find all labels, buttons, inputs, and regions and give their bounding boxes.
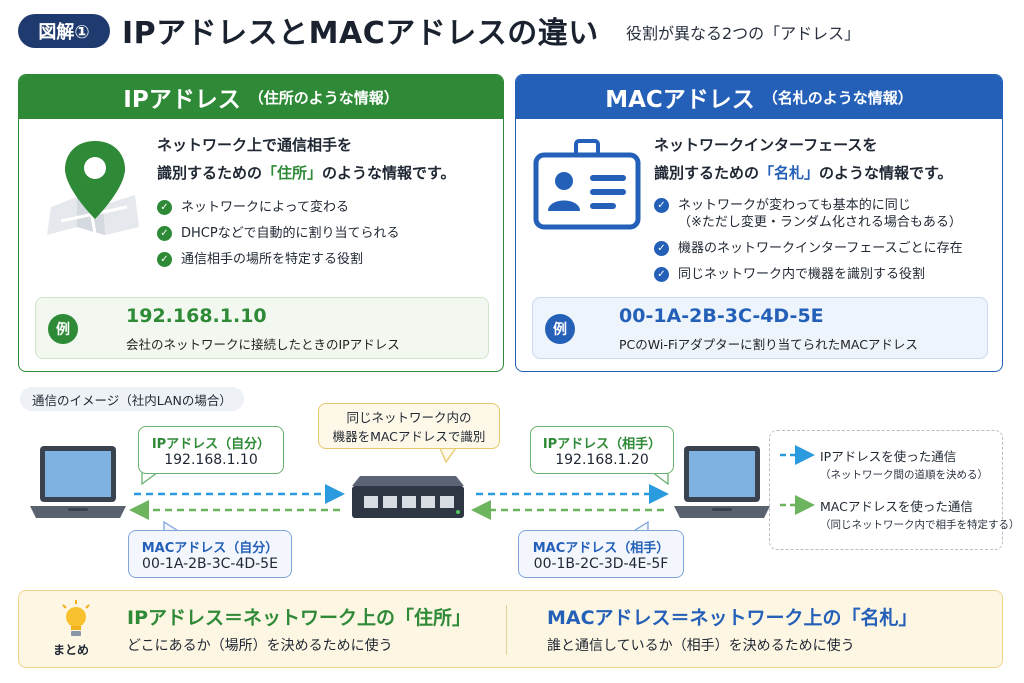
- summary-mac-head: MACアドレス＝ネットワーク上の「名札」: [547, 607, 918, 629]
- check-icon: ✓: [157, 226, 172, 241]
- summary-ip-head: IPアドレス＝ネットワーク上の「住所」: [127, 607, 471, 629]
- mac-bullet-text: ネットワークが変わっても基本的に同じ （※ただし変更・ランダム化される場合もある）: [678, 197, 962, 231]
- ip-desc-line2: 識別するための「住所」のような情報です。: [157, 159, 456, 187]
- right-mac-label: MACアドレス（相手）: [532, 541, 670, 556]
- list-item: ✓ 機器のネットワークインターフェースごとに存在: [654, 240, 963, 257]
- left-mac-value: 00-1A-2B-3C-4D-5E: [142, 556, 278, 572]
- mac-desc-highlight: 「名札」: [759, 164, 820, 182]
- mac-bullet-main: ネットワークが変わっても基本的に同じ: [678, 198, 911, 213]
- ip-desc-pre: 識別するための: [157, 164, 263, 182]
- network-switch-icon: [352, 476, 464, 518]
- list-item: ✓ ネットワークが変わっても基本的に同じ （※ただし変更・ランダム化される場合もある…: [654, 197, 963, 231]
- left-ip-value: 192.168.1.10: [164, 452, 258, 468]
- ip-panel-title: IPアドレス: [123, 87, 241, 113]
- mac-bullet-list: ✓ ネットワークが変わっても基本的に同じ （※ただし変更・ランダム化される場合もある…: [654, 197, 963, 292]
- mac-panel-title-note: （名札のような情報）: [762, 88, 913, 107]
- mac-example-value: 00-1A-2B-3C-4D-5E: [619, 305, 824, 327]
- mac-desc-line2: 識別するための「名札」のような情報です。: [654, 159, 953, 187]
- mac-bullet-note: （※ただし変更・ランダム化される場合もある）: [678, 215, 962, 230]
- ip-desc-line1: ネットワーク上で通信相手を: [157, 136, 353, 154]
- ip-bullet-list: ✓ ネットワークによって変わる ✓ DHCPなどで自動的に割り当てられる ✓ 通信相手…: [157, 199, 399, 277]
- page-subtitle: 役割が異なる2つの「アドレス」: [626, 24, 861, 43]
- summary-box: まとめ IPアドレス＝ネットワーク上の「住所」 どこにあるか（場所）を決めるため…: [18, 590, 1003, 668]
- mac-bullet-text: 同じネットワーク内で機器を識別する役割: [678, 267, 926, 282]
- right-ip-value: 192.168.1.20: [555, 452, 649, 468]
- left-ip-label: IPアドレス（自分）: [151, 437, 271, 452]
- ip-example-value: 192.168.1.10: [126, 305, 267, 327]
- light-bulb-icon: [62, 600, 90, 636]
- mac-desc-post: のような情報です。: [819, 164, 953, 182]
- check-icon: ✓: [157, 252, 172, 267]
- switch-callout: 同じネットワーク内の 機器をMACアドレスで識別: [318, 403, 500, 449]
- mac-address-panel: MACアドレス （名札のような情報） ネットワークインターフェースを 識別するた…: [515, 74, 1003, 372]
- ip-bullet-text: DHCPなどで自動的に割り当てられる: [181, 226, 400, 241]
- summary-divider: [506, 605, 507, 655]
- legend-mac-title: MACアドレスを使った通信: [820, 499, 973, 514]
- map-pin-icon: [47, 141, 139, 235]
- diagram-section-label: 通信のイメージ（社内LANの場合）: [20, 387, 244, 411]
- right-mac-callout: MACアドレス（相手） 00-1B-2C-3D-4E-5F: [518, 530, 684, 578]
- left-mac-callout: MACアドレス（自分） 00-1A-2B-3C-4D-5E: [128, 530, 292, 578]
- left-ip-callout: IPアドレス（自分） 192.168.1.10: [138, 426, 284, 474]
- ip-desc-highlight: 「住所」: [262, 164, 323, 182]
- mac-example-box: 例 00-1A-2B-3C-4D-5E PCのWi-Fiアダプターに割り当てられ…: [532, 297, 988, 359]
- legend-box: IPアドレスを使った通信 （ネットワーク間の道順を決める） MACアドレスを使っ…: [769, 430, 1020, 550]
- ip-example-badge: 例: [48, 314, 78, 344]
- ip-bullet-text: 通信相手の場所を特定する役割: [181, 252, 364, 267]
- mac-desc-pre: 識別するための: [654, 164, 760, 182]
- legend-ip-title: IPアドレスを使った通信: [820, 449, 957, 464]
- check-icon: ✓: [654, 241, 669, 256]
- summary-ip-text: どこにあるか（場所）を決めるために使う: [127, 638, 393, 654]
- summary-label: まとめ: [53, 643, 90, 657]
- check-icon: ✓: [654, 198, 669, 213]
- ip-panel-title-note: （住所のような情報）: [248, 88, 399, 107]
- switch-note-line1: 同じネットワーク内の: [346, 410, 472, 425]
- ip-bullet-text: ネットワークによって変わる: [181, 200, 349, 215]
- ip-panel-header: IPアドレス （住所のような情報）: [19, 75, 503, 119]
- mac-desc-line1: ネットワークインターフェースを: [654, 136, 878, 154]
- left-mac-label: MACアドレス（自分）: [141, 541, 279, 556]
- id-badge-icon: [533, 139, 641, 230]
- mac-panel-header: MACアドレス （名札のような情報）: [516, 75, 1002, 119]
- list-item: ✓ 通信相手の場所を特定する役割: [157, 251, 399, 268]
- mac-panel-title: MACアドレス: [605, 87, 755, 113]
- summary-mac-text: 誰と通信しているか（相手）を決めるために使う: [547, 638, 855, 654]
- page-title: IPアドレスとMACアドレスの違い: [122, 16, 599, 51]
- ip-description: ネットワーク上で通信相手を 識別するための「住所」のような情報です。: [157, 131, 456, 187]
- mac-bullet-text: 機器のネットワークインターフェースごとに存在: [678, 241, 963, 256]
- list-item: ✓ DHCPなどで自動的に割り当てられる: [157, 225, 399, 242]
- ip-example-box: 例 192.168.1.10 会社のネットワークに接続したときのIPアドレス: [35, 297, 489, 359]
- ip-address-panel: IPアドレス （住所のような情報） ネットワーク上で通信相手を 識別するための「…: [18, 74, 504, 372]
- mac-example-caption: PCのWi-Fiアダプターに割り当てられたMACアドレス: [619, 337, 918, 352]
- list-item: ✓ ネットワークによって変わる: [157, 199, 399, 216]
- laptop-icon: [674, 446, 770, 518]
- list-item: ✓ 同じネットワーク内で機器を識別する役割: [654, 266, 963, 283]
- legend-mac-desc: （同じネットワーク内で相手を特定する）: [820, 519, 1020, 531]
- ip-example-caption: 会社のネットワークに接続したときのIPアドレス: [126, 337, 400, 352]
- legend-ip-desc: （ネットワーク間の道順を決める）: [820, 469, 988, 481]
- check-icon: ✓: [157, 200, 172, 215]
- figure-badge: 図解①: [18, 14, 110, 48]
- mac-example-badge: 例: [545, 314, 575, 344]
- ip-desc-post: のような情報です。: [322, 164, 456, 182]
- right-ip-label: IPアドレス（相手）: [542, 437, 662, 452]
- mac-description: ネットワークインターフェースを 識別するための「名札」のような情報です。: [654, 131, 953, 187]
- right-mac-value: 00-1B-2C-3D-4E-5F: [533, 556, 669, 572]
- right-ip-callout: IPアドレス（相手） 192.168.1.20: [530, 426, 674, 474]
- check-icon: ✓: [654, 267, 669, 282]
- switch-note-line2: 機器をMACアドレスで識別: [332, 429, 486, 444]
- laptop-icon: [30, 446, 126, 518]
